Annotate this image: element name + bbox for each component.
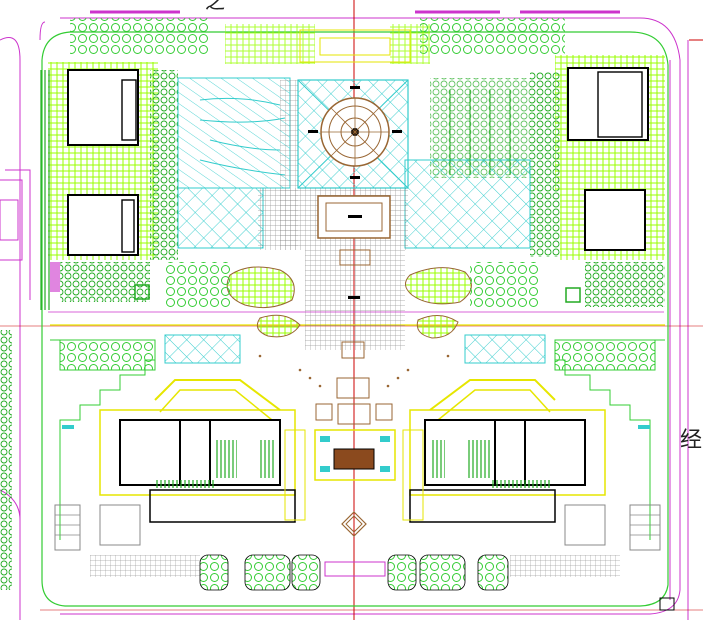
perimeter-roads — [0, 17, 689, 620]
south-landscape-edge — [50, 339, 665, 540]
rockery-gardens — [226, 266, 472, 339]
building-northwest-1 — [48, 62, 158, 190]
parking-lots — [54, 504, 661, 577]
drawing-label-top-left: 之 — [205, 0, 225, 13]
plaza-east-water — [404, 78, 531, 249]
central-south-plaza — [258, 341, 450, 537]
building-northwest-2 — [48, 190, 158, 260]
south-tree-clusters — [199, 554, 509, 591]
top-tree-rows — [70, 18, 565, 64]
building-northeast-1 — [555, 55, 665, 190]
paved-grid-corridor — [258, 80, 408, 350]
building-southwest — [99, 379, 296, 523]
water-features-south — [62, 334, 650, 429]
drawing-label-top-right: — — [290, 0, 306, 6]
building-southeast — [409, 379, 606, 523]
drawing-label-right-edge: 经 — [680, 428, 703, 453]
side-green-strips — [40, 70, 560, 310]
corner-marker — [659, 597, 675, 611]
green-markers — [134, 284, 581, 303]
plaza-west-water — [177, 77, 291, 249]
building-northeast-2 — [560, 185, 665, 260]
central-fountain-plaza — [297, 79, 409, 189]
west-street-trees — [0, 330, 12, 590]
